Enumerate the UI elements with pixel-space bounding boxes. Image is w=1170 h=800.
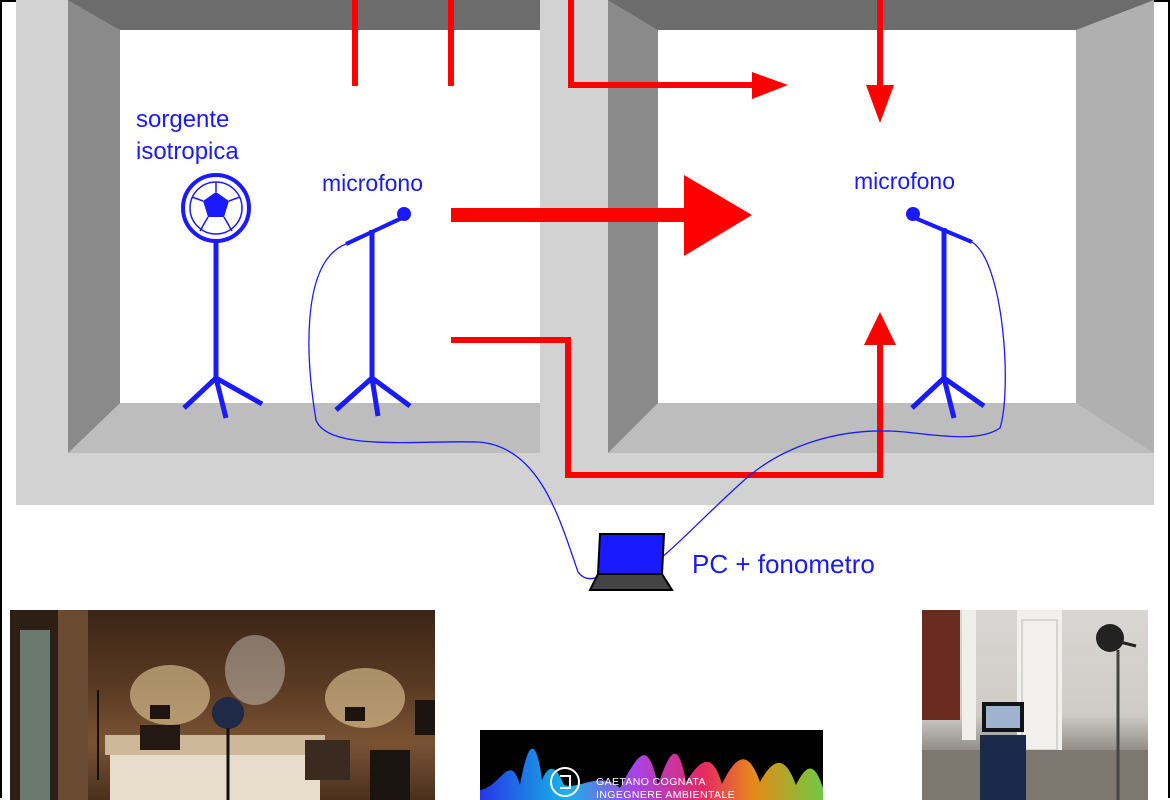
isotropic-source-icon — [181, 173, 264, 419]
transmission-paths — [352, 0, 883, 478]
source-room — [68, 0, 540, 453]
logo-subtitle: INGEGNERE AMBIENTALE — [596, 789, 736, 800]
arrowheads — [684, 72, 896, 345]
arrowhead-up — [864, 312, 896, 345]
flanking-path-top — [568, 0, 752, 88]
arrowhead-top — [752, 72, 788, 99]
logo-name: GAETANO COGNATA — [596, 776, 706, 788]
cable-right — [639, 241, 1006, 575]
pc-label: PC + fonometro — [692, 549, 875, 579]
arrowhead-direct — [684, 175, 752, 256]
mic-left-label: microfono — [322, 170, 423, 196]
cable-left — [308, 243, 601, 580]
microphone-cables — [308, 241, 1006, 580]
microphone-stand-icon — [334, 207, 412, 417]
microphone-stand-icon — [906, 207, 986, 419]
source-label: sorgente isotropica — [136, 106, 239, 165]
company-logo: GAETANO COGNATA INGEGNERE AMBIENTALE — [480, 730, 823, 800]
receiving-room — [608, 0, 1154, 453]
arrowhead-down — [866, 85, 894, 123]
flanking-path-floor — [451, 337, 883, 478]
photo-receiving-room — [922, 610, 1148, 800]
photo-source-room — [10, 610, 435, 800]
mic-right-label: microfono — [854, 168, 955, 194]
laptop-icon — [588, 533, 674, 591]
